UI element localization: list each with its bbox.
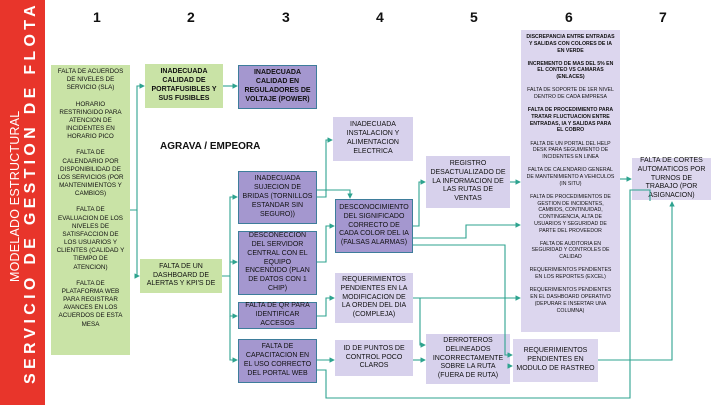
col2-dashboard-box: FALTA DE UN DASHBOARD DE ALERTAS Y KPI'S… — [140, 259, 222, 293]
col4-colores-box: DESCONOCIMIENTO DEL SIGNIFICADO CORRECTO… — [335, 199, 413, 253]
arrow — [317, 223, 335, 263]
col6-item: FALTA DE AUDITORIA EN SEGURIDAD Y CONTRO… — [531, 240, 610, 261]
col1-item: FALTA DE CALENDARIO POR DISPONIBILIDAD D… — [57, 149, 124, 198]
arrow — [317, 189, 353, 199]
col6-item: FALTA DE SOPORTE DE 1ER NIVEL DENTRO DE … — [527, 87, 614, 101]
column-number: 2 — [187, 9, 195, 25]
col1-item: FALTA DE ACUERDOS DE NIVELES DE SERVICIO… — [57, 68, 124, 92]
col3-capacitacion-box: FALTA DE CAPACITACION EN EL USO CORRECTO… — [238, 339, 317, 383]
arrow — [413, 179, 426, 227]
col3-reguladores-box: INADECUADA CALIDAD EN REGULADORES DE VOL… — [238, 65, 317, 109]
col7-cortes-box: FALTA DE CORTES AUTOMATICOS POR TURNOS D… — [632, 157, 711, 200]
sidebar-title: MODELADO ESTRUCTURAL — [8, 110, 22, 282]
column-number: 1 — [93, 9, 101, 25]
col4-orden-dia-box: REQUERIMIENTOS PENDIENTES EN LA MODIFICA… — [335, 273, 413, 323]
agrava-label: AGRAVA / EMPEORA — [160, 141, 261, 152]
col6-item: FALTA DE PROCEDIMIENTOS DE GESTION DE IN… — [530, 193, 611, 234]
col6-item: REQUERIMIENTOS PENDIENTES EN LOS REPORTE… — [529, 267, 612, 281]
column-number: 6 — [565, 9, 573, 25]
col5-derroteros-box: DERROTEROS DELINEADOS INCORRECTAMENTE SO… — [426, 334, 510, 384]
col3-servidor-box: DESCONECCION DEL SERVIDOR CENTRAL CON EL… — [238, 231, 317, 295]
column-number: 4 — [376, 9, 384, 25]
col1-item: HORARIO RESTRINGIDO PARA ATENCION DE INC… — [59, 100, 122, 141]
arrow — [222, 194, 238, 277]
col6-problems-box: DISCREPANCIA ENTRE ENTRADAS Y SALIDAS CO… — [521, 30, 620, 332]
sidebar-subtitle: SERVICIO DE GESTION DE FLOTA — [22, 1, 39, 384]
col1-causes-box: FALTA DE ACUERDOS DE NIVELES DE SERVICIO… — [51, 65, 130, 355]
col6-item: REQUERIMIENTOS PENDIENTES EN EL DASHBOAR… — [529, 287, 612, 314]
col2-portafusibles-box: INADECUADA CALIDAD DE PORTAFUSIBLES Y SU… — [145, 64, 223, 108]
col4-instalacion-box: INADECUADA INSTALACION Y ALIMENTACION EL… — [333, 117, 413, 161]
column-number: 7 — [659, 9, 667, 25]
col6-item: FALTA DE PROCEDIMIENTO PARA TRATAR FLUCT… — [527, 107, 614, 134]
arrow — [317, 137, 333, 198]
col6-item: INCREMENTO DE MAS DEL 5% EN EL CONTEO VS… — [527, 60, 614, 81]
col4-puntos-control-box: ID DE PUNTOS DE CONTROL POCO CLAROS — [335, 340, 413, 376]
arrow — [229, 316, 238, 363]
col6-item: DISCREPANCIA ENTRE ENTRADAS Y SALIDAS CO… — [526, 34, 615, 54]
col6-item: FALTA DE CALENDARIO GENERAL DE MANTENIMI… — [526, 167, 615, 187]
col1-item: FALTA DE PLATAFORMA WEB PARA REGISTRAR A… — [58, 279, 123, 328]
col3-bridas-box: INADECUADA SUJECION DE BRIDAS (TORNILLOS… — [238, 171, 317, 224]
col1-item: FALTA DE EVALUACION DE LOS NIVELES DE SA… — [56, 206, 125, 271]
arrow — [229, 276, 238, 319]
arrow — [134, 210, 140, 279]
arrow — [317, 295, 335, 317]
col6-item: FALTA DE UN PORTAL DEL HELP DESK PARA SE… — [530, 140, 611, 161]
column-number: 5 — [470, 9, 478, 25]
col6-rastreo-box: REQUERIMIENTOS PENDIENTES EN MODULO DE R… — [513, 339, 598, 382]
arrow — [413, 297, 426, 348]
sidebar: MODELADO ESTRUCTURAL SERVICIO DE GESTION… — [0, 0, 45, 405]
col3-qr-box: FALTA DE QR PARA IDENTIFICAR ACCESOS — [238, 302, 317, 329]
col5-rutas-ventas-box: REGISTRO DESACTUALIZADO DE LA INFORMACIO… — [426, 156, 510, 208]
arrow — [130, 83, 145, 211]
arrow — [413, 222, 521, 239]
column-number: 3 — [282, 9, 290, 25]
